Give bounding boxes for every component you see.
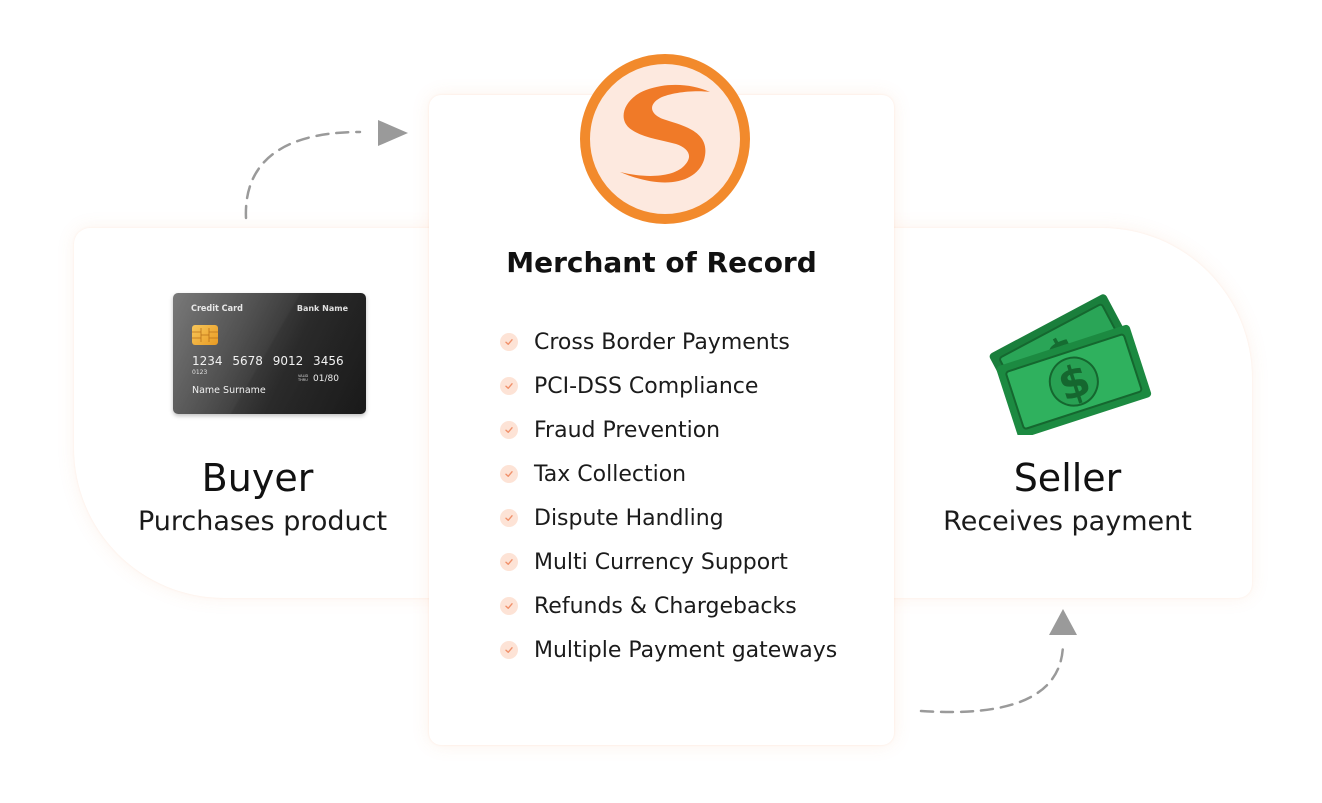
card-number: 1234 5678 9012 3456: [192, 354, 344, 368]
card-bank-name: Bank Name: [296, 304, 348, 313]
card-label: Credit Card: [191, 304, 243, 314]
check-icon: [500, 509, 518, 527]
seller-subtitle: Receives payment: [943, 506, 1192, 537]
check-icon: [500, 377, 518, 395]
card-holder-name: Name Surname: [192, 385, 266, 396]
check-icon: [500, 641, 518, 659]
feature-item: Multi Currency Support: [500, 540, 837, 584]
card-chip-icon: [192, 325, 218, 345]
card-sheen: [173, 293, 366, 414]
card-small-number: 0123: [192, 369, 208, 376]
check-icon: [500, 553, 518, 571]
feature-label: Refunds & Chargebacks: [534, 593, 797, 619]
feature-label: Multiple Payment gateways: [534, 637, 838, 663]
feature-item: Multiple Payment gateways: [500, 628, 837, 672]
feature-list: Cross Border Payments PCI-DSS Compliance…: [500, 320, 837, 672]
feature-label: Multi Currency Support: [534, 549, 788, 575]
feature-label: Fraud Prevention: [534, 417, 721, 443]
feature-item: Refunds & Chargebacks: [500, 584, 837, 628]
money-bills-icon: $ $: [989, 294, 1152, 435]
feature-item: Fraud Prevention: [500, 408, 837, 452]
dashed-arrow-icon: [919, 609, 1077, 714]
feature-label: Cross Border Payments: [534, 329, 790, 355]
brand-logo-icon: [580, 54, 750, 224]
card-valid-thru: VALID THRU: [298, 374, 309, 382]
feature-label: Tax Collection: [534, 461, 687, 487]
card-expiry: 01/80: [313, 374, 339, 384]
buyer-title: Buyer: [201, 456, 314, 500]
check-icon: [500, 597, 518, 615]
seller-title: Seller: [1013, 456, 1122, 500]
merchant-of-record-title: Merchant of Record: [506, 246, 817, 279]
feature-label: PCI-DSS Compliance: [534, 373, 759, 399]
feature-item: Dispute Handling: [500, 496, 837, 540]
feature-item: PCI-DSS Compliance: [500, 364, 837, 408]
feature-label: Dispute Handling: [534, 505, 724, 531]
check-icon: [500, 421, 518, 439]
feature-item: Cross Border Payments: [500, 320, 837, 364]
check-icon: [500, 333, 518, 351]
credit-card-icon: Credit Card Bank Name 1234 5678 9012 345…: [173, 293, 366, 414]
check-icon: [500, 465, 518, 483]
buyer-subtitle: Purchases product: [137, 506, 388, 537]
feature-item: Tax Collection: [500, 452, 837, 496]
dashed-arrow-icon: [244, 120, 408, 220]
